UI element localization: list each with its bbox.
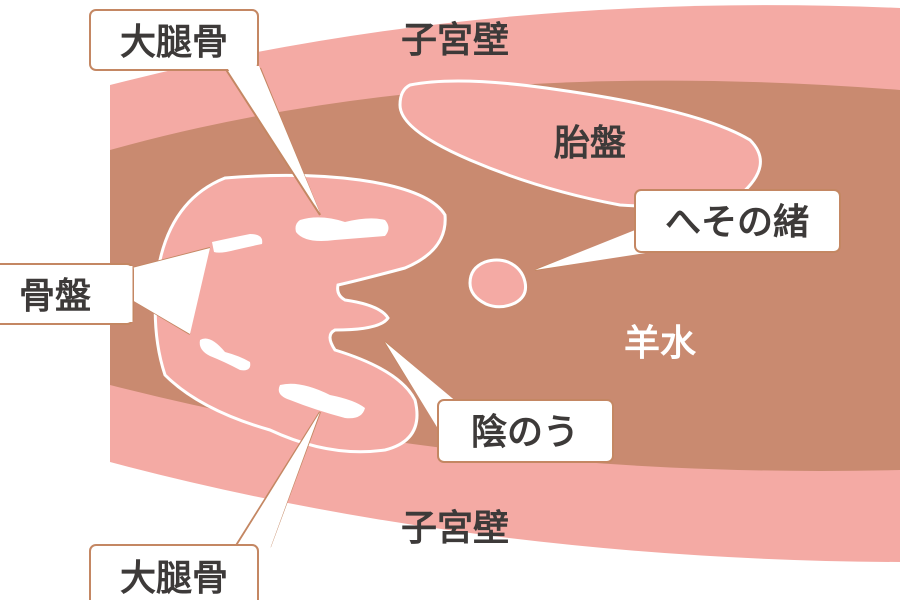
callout-femur-top: 大腿骨 — [89, 9, 321, 216]
label-uterine-wall-bottom: 子宮壁 — [401, 508, 509, 549]
label-scrotum: 陰のう — [471, 412, 579, 453]
pelvis-bone-bottom — [199, 338, 251, 371]
label-amniotic-fluid: 羊水 — [624, 323, 697, 364]
pelvis-bone-top — [212, 234, 263, 253]
label-uterine-wall-top: 子宮壁 — [401, 20, 509, 61]
callout-femur-bottom: 大腿骨 — [89, 411, 321, 600]
label-umbilical-cord: へその緒 — [665, 202, 809, 243]
label-placenta: 胎盤 — [554, 123, 626, 164]
umbilical-cord — [468, 258, 527, 309]
femur-bone-top — [295, 217, 389, 241]
label-pelvis: 骨盤 — [19, 276, 91, 317]
callout-umbilical-cord: へその緒 — [534, 189, 841, 271]
femur-bone-bottom — [278, 383, 365, 419]
callout-scrotum: 陰のう — [384, 341, 614, 463]
callout-pelvis: 骨盤 — [0, 247, 211, 335]
label-femur-bottom: 大腿骨 — [120, 558, 228, 599]
label-femur-top: 大腿骨 — [120, 22, 228, 63]
